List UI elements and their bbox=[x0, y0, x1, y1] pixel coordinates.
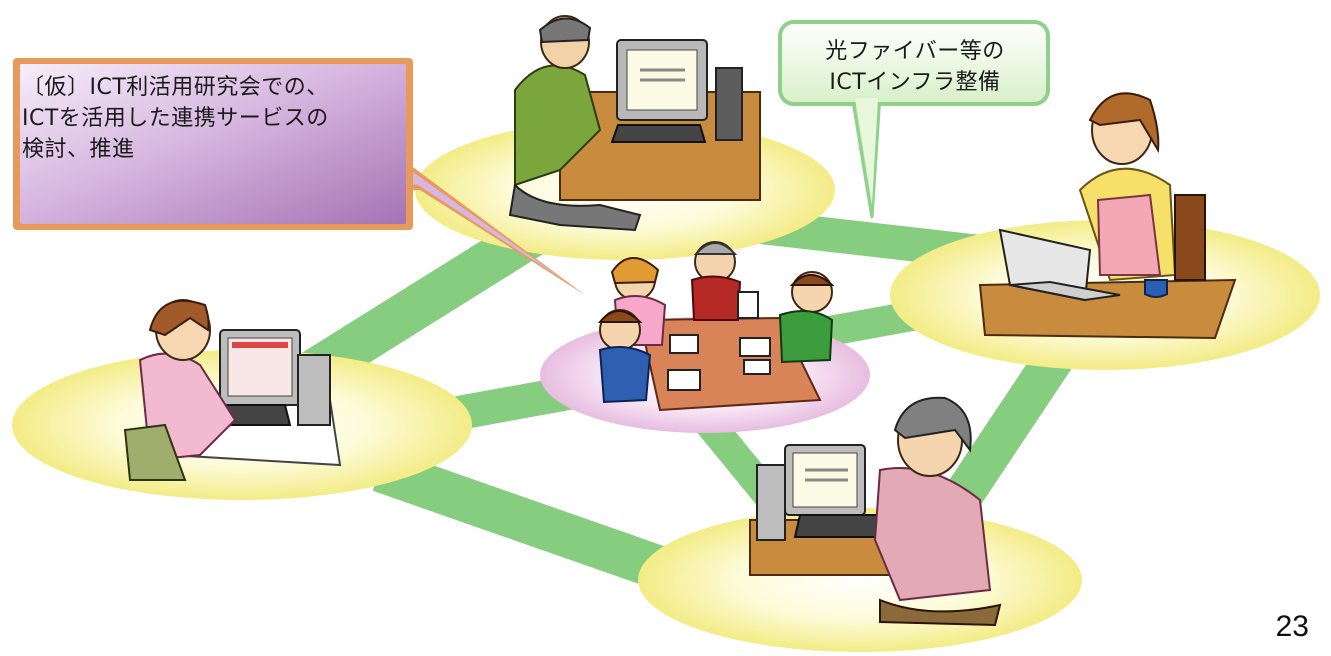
infrastructure-line-2: ICTインフラ整備 bbox=[829, 70, 1001, 95]
woman-at-desktop-icon bbox=[123, 299, 342, 481]
study-group-callout bbox=[13, 58, 585, 295]
study-group-line-2: ICTを活用した連携サービスの bbox=[22, 106, 329, 131]
infrastructure-line-1: 光ファイバー等の bbox=[825, 39, 1005, 64]
page-number: 23 bbox=[1275, 610, 1309, 643]
meeting-group-icon bbox=[597, 241, 835, 412]
study-group-line-3: 検討、推進 bbox=[22, 137, 135, 162]
infrastructure-callout bbox=[778, 20, 1050, 219]
infrastructure-callout-text: 光ファイバー等の ICTインフラ整備 bbox=[790, 36, 1040, 98]
study-group-line-1: 〔仮〕ICT利活用研究会での、 bbox=[22, 75, 329, 100]
elderly-woman-at-desktop-icon bbox=[749, 396, 1002, 627]
study-group-callout-text: 〔仮〕ICT利活用研究会での、 ICTを活用した連携サービスの 検討、推進 bbox=[22, 72, 329, 165]
woman-at-laptop-icon bbox=[978, 92, 1237, 340]
man-at-desktop-icon bbox=[508, 15, 761, 232]
